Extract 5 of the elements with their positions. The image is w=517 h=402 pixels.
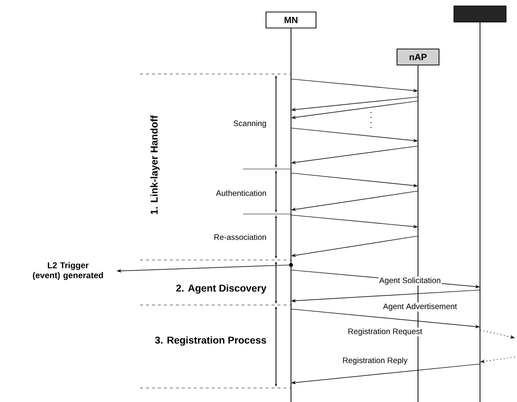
phase-label: 1. Link-layer Handoff bbox=[150, 115, 160, 214]
actor-box: nAP bbox=[396, 48, 440, 66]
actor-box: MN bbox=[266, 12, 316, 28]
phase-label: 2. Agent Discovery bbox=[176, 284, 266, 294]
trigger-label: L2 Trigger (event) generated bbox=[32, 262, 103, 280]
